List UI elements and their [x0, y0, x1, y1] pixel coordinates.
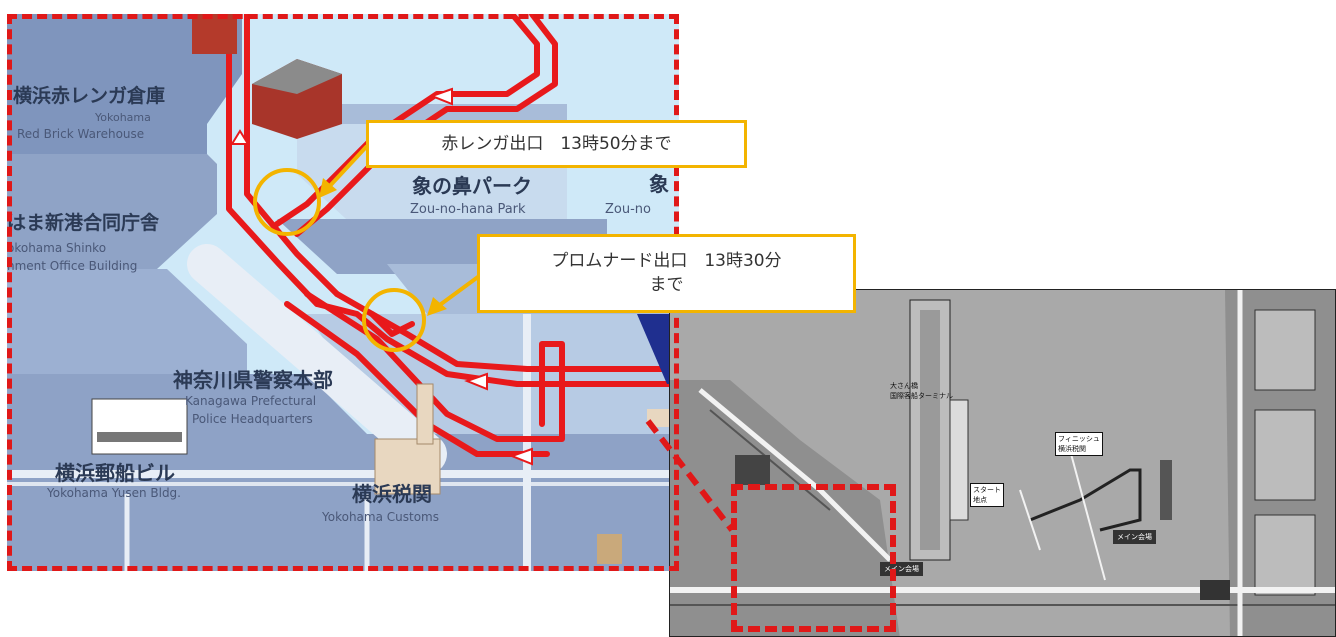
connector-line: [645, 419, 735, 532]
callout-red-brick-exit-text: 赤レンガ出口 13時50分まで: [441, 134, 672, 154]
overview-tag-pier: 大さん橋 国際客船ターミナル: [890, 382, 953, 400]
label-zou-park-jp: 象の鼻パーク: [412, 174, 532, 198]
label-police-jp: 神奈川県警察本部: [173, 368, 333, 392]
overview-map: フィニッシュ 横浜税関 スタート 地点 メイン会場 メイン会場 大さん橋 国際客…: [669, 289, 1336, 637]
label-shinko-en-2: nment Office Building: [7, 259, 138, 273]
label-zou-park2-jp: 象: [649, 172, 669, 196]
label-red-brick-en-2: Red Brick Warehouse: [17, 127, 145, 141]
label-red-brick-en-1: Yokohama: [95, 111, 151, 124]
label-yusen-jp: 横浜郵船ビル: [55, 461, 175, 485]
label-customs-jp: 横浜税関: [352, 482, 432, 506]
label-shinko-jp: はま新港合同庁舎: [7, 212, 160, 234]
overview-tag-start: スタート 地点: [970, 483, 1004, 507]
label-red-brick-jp: 横浜赤レンガ倉庫: [13, 85, 166, 107]
overview-map-graphic: [670, 290, 1335, 636]
callout-promenade-exit-line-1: プロムナード出口 13時30分: [551, 251, 782, 271]
label-zou-park2-en: Zou-no: [605, 202, 651, 217]
label-police-en-2: Police Headquarters: [192, 412, 313, 426]
callout-red-brick-exit: 赤レンガ出口 13時50分まで: [366, 120, 747, 168]
label-yusen-en: Yokohama Yusen Bldg.: [47, 486, 181, 500]
overview-tag-main-venue: メイン会場: [1113, 530, 1156, 544]
overview-tag-area: メイン会場: [880, 562, 923, 576]
label-police-en-1: Kanagawa Prefectural: [185, 394, 317, 408]
label-zou-park-en: Zou-no-hana Park: [410, 202, 526, 217]
label-customs-en: Yokohama Customs: [322, 510, 439, 524]
callout-promenade-exit-line-2: まで: [649, 275, 684, 295]
callout-promenade-exit: プロムナード出口 13時30分 まで: [477, 234, 856, 313]
label-shinko-en-1: okohama Shinko: [7, 241, 107, 255]
overview-tag-finish: フィニッシュ 横浜税関: [1055, 432, 1103, 456]
